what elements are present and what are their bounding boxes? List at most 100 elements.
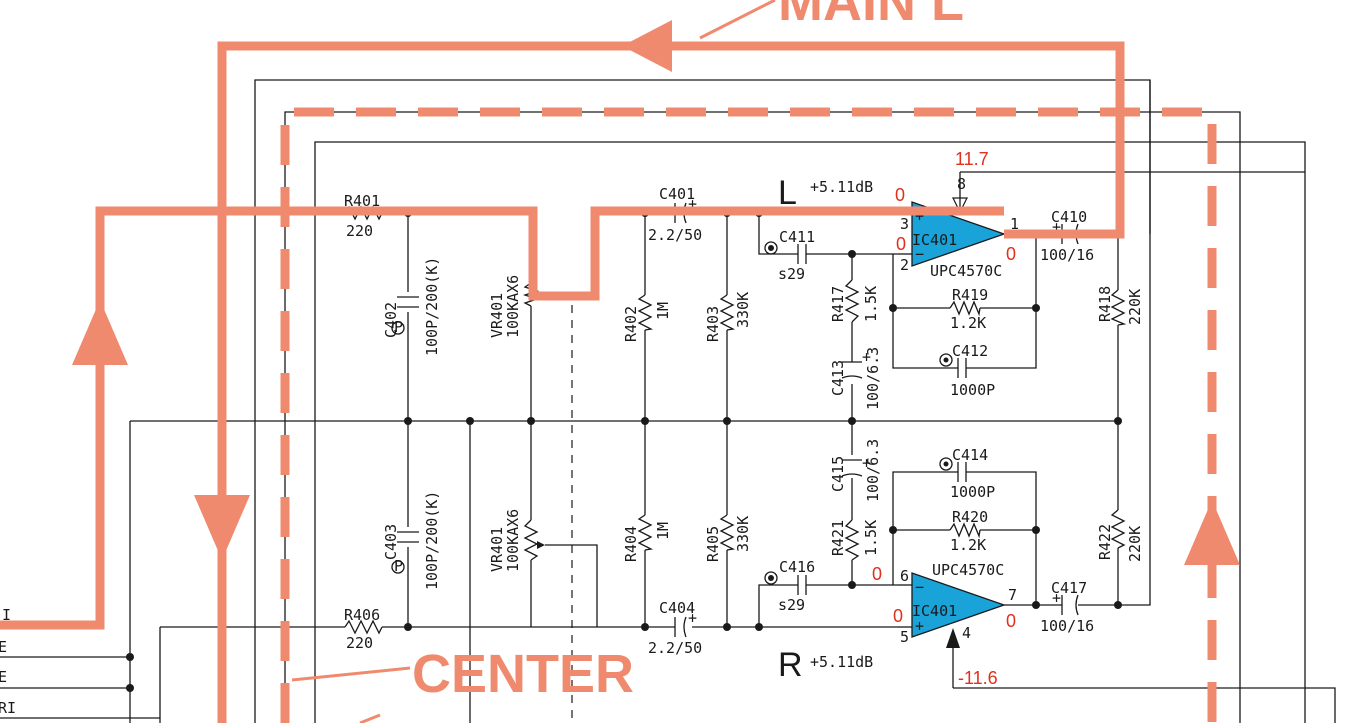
left-input-label-3: E — [0, 668, 7, 686]
ic401-top-pin3: 3 — [900, 215, 909, 233]
r421-symbol — [844, 519, 860, 561]
c410-ref: C410 — [1051, 208, 1087, 226]
vcc-voltage: 11.7 — [955, 149, 989, 169]
r418-value: 220K — [1126, 289, 1144, 325]
svg-text:P: P — [394, 318, 403, 336]
left-input-label-4: RI — [0, 699, 16, 717]
ic401-top-pin2: 2 — [900, 256, 909, 274]
left-input-label-2: E — [0, 638, 7, 656]
bottom-channel-wires — [160, 421, 1119, 628]
r419-value: 1.2K — [950, 314, 986, 332]
c402-value: 100P/200(K) — [423, 257, 441, 356]
ic401-bottom-pin4: 4 — [962, 624, 971, 642]
channel-top-letter: L — [778, 174, 797, 212]
c413-ref: C413 — [829, 360, 847, 396]
vr401-top-ref: VR401 — [488, 293, 506, 338]
r404-symbol — [637, 514, 654, 551]
r420-symbol — [949, 522, 981, 539]
r421-ref: R421 — [829, 520, 847, 556]
frame-wires — [0, 79, 1336, 723]
top-plus-voltage: 0 — [895, 185, 905, 205]
c413-value: 100/6.3 — [864, 347, 882, 410]
r419-symbol — [949, 300, 981, 317]
r405-ref: R405 — [704, 526, 722, 562]
r402-symbol — [637, 294, 654, 331]
c401-ref: C401 — [659, 185, 695, 203]
r417-symbol — [844, 279, 860, 323]
left-input-label-1: I — [2, 606, 11, 624]
svg-text:+: + — [862, 454, 871, 472]
c401-value: 2.2/50 — [648, 226, 702, 244]
r403-value: 330K — [734, 292, 752, 328]
r403-ref: R403 — [704, 306, 722, 342]
ic401-bottom-symbol: − + — [898, 572, 1006, 648]
r401-value: 220 — [346, 222, 373, 240]
channel-bottom-level: +5.11dB — [810, 653, 873, 671]
r420-ref: R420 — [952, 508, 988, 526]
ic401-bottom-pin7: 7 — [1008, 586, 1017, 604]
c416-value: s29 — [778, 596, 805, 614]
center-label: CENTER — [412, 644, 634, 704]
vr401-top-symbol — [522, 282, 540, 307]
svg-text:+: + — [688, 609, 697, 627]
ic401-bottom-name: IC401 — [912, 602, 957, 620]
r418-symbol — [1110, 289, 1127, 326]
r403-symbol — [719, 294, 736, 331]
c412-ref: C412 — [952, 342, 988, 360]
vr401-bottom-value: 100KAX6 — [504, 509, 522, 572]
ic401-top-symbol: + − — [898, 195, 1006, 267]
svg-text:+: + — [1052, 218, 1061, 236]
ic401-bottom-pin5: 5 — [900, 628, 909, 646]
r404-ref: R404 — [622, 526, 640, 562]
top-out-voltage: 0 — [1006, 244, 1016, 264]
c414-value: 1000P — [950, 483, 995, 501]
ic401-bottom-pin6: 6 — [900, 567, 909, 585]
bottom-out-voltage: 0 — [1006, 611, 1016, 631]
c404-ref: C404 — [659, 599, 695, 617]
svg-text:−: − — [915, 245, 924, 263]
top-channel-wires — [100, 80, 1151, 421]
ic401-top-pin8: 8 — [957, 175, 966, 193]
ic401-top-name: IC401 — [912, 231, 957, 249]
r404-value: 1M — [654, 522, 672, 540]
capacitor-symbols: + + + + + + P P — [391, 195, 1079, 638]
svg-text:+: + — [862, 348, 871, 366]
channel-top-level: +5.11dB — [810, 178, 873, 196]
r420-value: 1.2K — [950, 536, 986, 554]
vr401-top-value: 100KAX6 — [504, 275, 522, 338]
r401-ref: R401 — [344, 192, 380, 210]
r422-ref: R422 — [1096, 524, 1114, 560]
main-l-signal-path — [0, 0, 1125, 723]
c410-value: 100/16 — [1040, 246, 1094, 264]
main-l-label: MAIN L — [778, 0, 964, 32]
vr401-bottom-ref: VR401 — [488, 527, 506, 572]
c415-ref: C415 — [829, 456, 847, 492]
c417-value: 100/16 — [1040, 617, 1094, 635]
r406-ref: R406 — [344, 606, 380, 624]
bottom-minus-voltage: 0 — [872, 564, 882, 584]
vee-voltage: -11.6 — [958, 668, 998, 688]
c404-value: 2.2/50 — [648, 639, 702, 657]
c411-ref: C411 — [779, 228, 815, 246]
c402-ref: C402 — [382, 302, 400, 338]
svg-text:−: − — [915, 578, 924, 596]
r402-value: 1M — [654, 302, 672, 320]
r417-value: 1.5K — [862, 286, 880, 322]
r402-ref: R402 — [622, 306, 640, 342]
c403-value: 100P/200(K) — [423, 491, 441, 590]
r405-value: 330K — [734, 516, 752, 552]
c416-ref: C416 — [779, 558, 815, 576]
svg-text:+: + — [915, 207, 924, 225]
vr401-bottom-symbol — [523, 519, 539, 561]
c403-ref: C403 — [382, 524, 400, 560]
r421-value: 1.5K — [862, 520, 880, 556]
center-signal-path — [280, 107, 1240, 723]
top-minus-voltage: 0 — [896, 234, 906, 254]
svg-text:P: P — [394, 557, 403, 575]
r418-ref: R418 — [1096, 286, 1114, 322]
r406-value: 220 — [346, 634, 373, 652]
r405-symbol — [719, 514, 736, 551]
r419-ref: R419 — [952, 286, 988, 304]
